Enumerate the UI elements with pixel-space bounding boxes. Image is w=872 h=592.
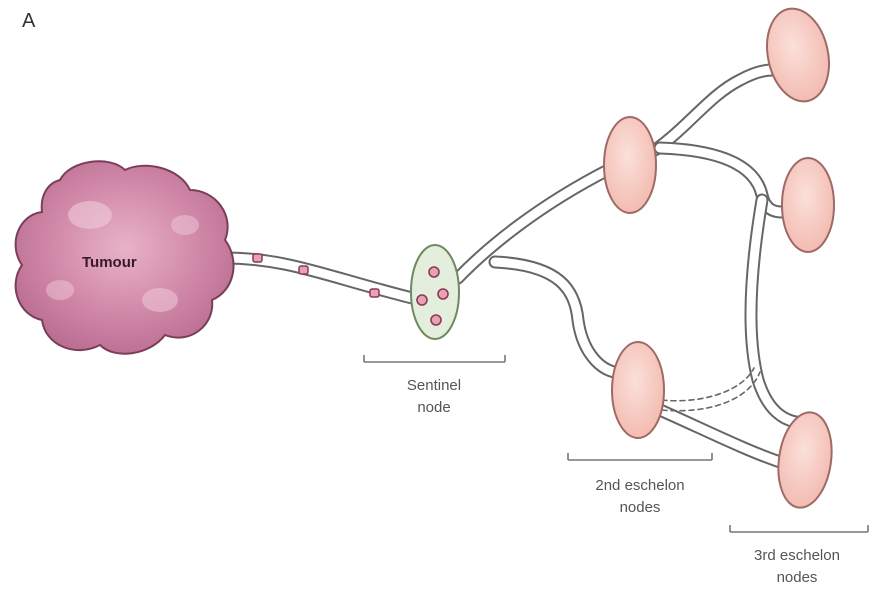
- tumour-cell: [429, 267, 439, 277]
- lymph-node-lower: [612, 342, 664, 438]
- third-echelon-bracket: [730, 525, 868, 532]
- tumour-cell: [438, 289, 448, 299]
- lymph-node-upper: [604, 117, 656, 213]
- lymph-node-top: [759, 3, 837, 107]
- tumour-cell: [431, 315, 441, 325]
- second-echelon-label-line2: nodes: [620, 499, 661, 516]
- lymph-node-middle: [782, 158, 834, 252]
- tumour-label: Tumour: [82, 254, 137, 271]
- second-echelon-label-line1: 2nd eschelon: [595, 477, 684, 494]
- third-echelon-label-line2: nodes: [777, 569, 818, 586]
- sentinel-label-line2: node: [417, 399, 450, 416]
- second-echelon-bracket: [568, 453, 712, 460]
- sentinel-bracket: [364, 355, 505, 362]
- second-echelon-nodes: [604, 117, 664, 438]
- sentinel-node: [411, 245, 459, 339]
- tumour: Tumour: [16, 161, 234, 353]
- third-echelon-nodes: [759, 3, 838, 511]
- tumour-cell: [253, 254, 262, 262]
- lymphatic-vessels: [225, 70, 796, 462]
- third-echelon-label-line1: 3rd eschelon: [754, 547, 840, 564]
- sentinel-label-line1: Sentinel: [407, 377, 461, 394]
- tumour-cell: [417, 295, 427, 305]
- tumour-cell: [370, 289, 379, 297]
- panel-label: A: [22, 10, 36, 32]
- tumour-cell: [299, 266, 308, 274]
